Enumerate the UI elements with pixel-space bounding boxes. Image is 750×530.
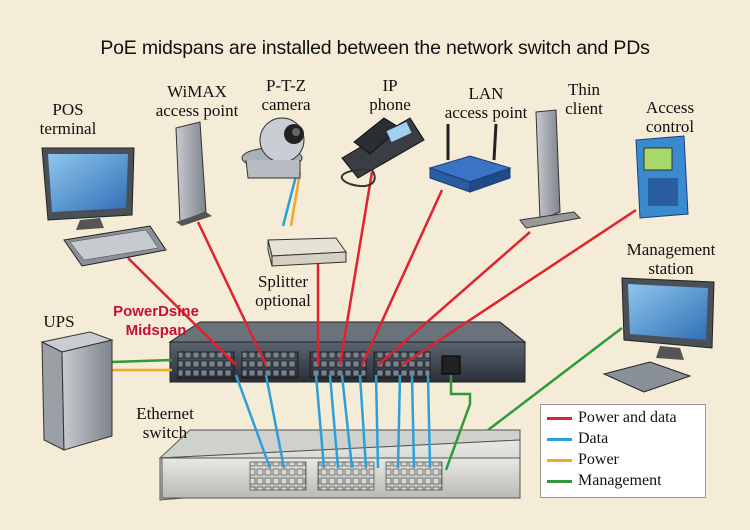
ip-phone-label-line2: phone	[369, 95, 411, 114]
ptz-camera-label-line2: camera	[261, 95, 311, 114]
ptz-camera-label: P-T-Z camera	[256, 76, 316, 114]
ethernet-switch-label-line2: switch	[142, 423, 188, 442]
wimax-access-point	[175, 121, 212, 226]
legend-item-power: Power	[547, 450, 619, 470]
thin-client	[519, 109, 582, 229]
legend-item-power-and-data: Power and data	[547, 408, 677, 428]
splitter	[267, 237, 347, 267]
data-lines	[234, 171, 432, 469]
midspan-unit	[168, 321, 527, 383]
legend-label-data: Data	[578, 430, 609, 447]
legend-swatch-power	[547, 458, 572, 462]
splitter-label-line2: optional	[255, 291, 311, 310]
legend-item-data: Data	[547, 429, 608, 449]
access-control-label-line2: control	[645, 117, 695, 136]
wimax-label: WiMAX access point	[142, 82, 252, 120]
power-lines	[111, 171, 302, 372]
diagram-title: PoE midspans are installed between the n…	[100, 37, 650, 59]
legend-swatch-power-and-data	[547, 416, 572, 420]
legend: Power and data Data Power Management	[540, 404, 706, 498]
legend-label-power-and-data: Power and data	[578, 409, 677, 426]
midspan-label-line2: Midspan	[125, 322, 187, 339]
ptz-camera	[241, 117, 305, 179]
management-station-label-line1: Management	[626, 240, 716, 259]
wimax-label-line1: WiMAX	[167, 82, 227, 101]
management-lines	[110, 327, 623, 471]
legend-swatch-management	[547, 479, 572, 483]
ethernet-switch-label-line1: Ethernet	[136, 404, 194, 423]
midspan-label-line1: PowerDsine	[113, 303, 199, 320]
lan-ap-label-line1: LAN	[468, 84, 504, 103]
pos-terminal	[41, 147, 167, 267]
access-control-label-line1: Access	[645, 98, 695, 117]
ip-phone-label-line1: IP	[382, 76, 398, 95]
splitter-label-line1: Splitter	[257, 272, 309, 291]
ip-phone-label: IP phone	[360, 76, 420, 114]
ptz-camera-label-line1: P-T-Z	[266, 76, 306, 95]
legend-item-management: Management	[547, 471, 662, 491]
lan-ap-label-line2: access point	[444, 103, 528, 122]
midspan-label: PowerDsine Midspan	[104, 302, 208, 340]
lan-access-point	[428, 123, 512, 193]
pos-terminal-label-line2: terminal	[39, 119, 97, 138]
access-control	[635, 135, 689, 219]
ethernet-switch-label: Ethernet switch	[124, 404, 206, 442]
pos-terminal-label-line1: POS	[52, 100, 84, 119]
ups-unit	[40, 331, 114, 451]
thin-client-label-line1: Thin	[567, 80, 601, 99]
thin-client-label: Thin client	[554, 80, 614, 118]
legend-swatch-data	[547, 437, 572, 441]
power-data-lines	[127, 171, 637, 367]
splitter-label: Splitter optional	[246, 272, 320, 310]
pos-terminal-label: POS terminal	[38, 100, 98, 138]
ip-phone	[340, 117, 425, 188]
management-station-label-line2: station	[648, 259, 694, 278]
legend-label-power: Power	[578, 451, 619, 468]
ups-label: UPS	[43, 312, 75, 331]
access-control-label: Access control	[634, 98, 706, 136]
wimax-label-line2: access point	[155, 101, 239, 120]
thin-client-label-line2: client	[565, 99, 603, 118]
legend-label-management: Management	[578, 472, 662, 489]
management-station-label: Management station	[616, 240, 726, 278]
lan-ap-label: LAN access point	[426, 84, 546, 122]
ethernet-switch	[158, 429, 521, 501]
management-station	[602, 277, 715, 393]
